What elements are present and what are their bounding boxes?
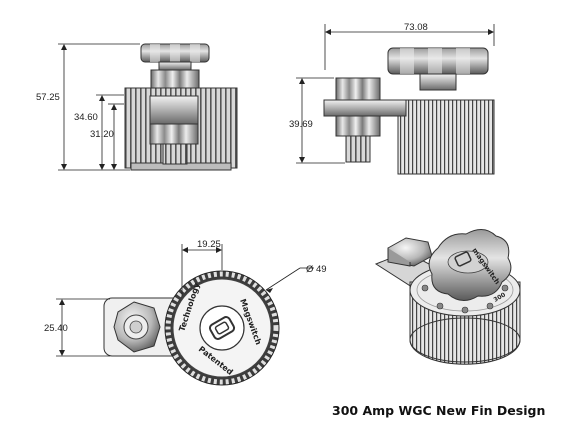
dim-body-height: 31.20	[90, 129, 114, 140]
side-bolt-head	[335, 77, 381, 101]
top-view: Technology Magswitch Patented 19.25 Ø 49…	[44, 239, 327, 386]
side-finned-body	[397, 99, 495, 175]
dim-mid-height: 34.60	[74, 112, 98, 123]
lower-nut	[149, 123, 199, 145]
side-view: 73.08 39.69	[289, 22, 495, 175]
dim-side-height: 39.69	[289, 119, 313, 130]
threaded-stud	[162, 143, 188, 165]
isometric-view: magswitch 300	[374, 229, 521, 365]
side-tab	[323, 99, 407, 117]
dim-total-height: 57.25	[36, 92, 60, 103]
dim-diameter: Ø 49	[306, 264, 327, 275]
front-view: 57.25 34.60 31.20	[36, 43, 238, 171]
dim-top-offset: 19.25	[197, 239, 221, 250]
drawing-caption: 300 Amp WGC New Fin Design	[332, 403, 546, 418]
side-stud	[345, 135, 371, 163]
iso-logo-icon	[454, 251, 472, 267]
dim-side-width: 73.08	[404, 22, 428, 33]
magswitch-logo-icon	[208, 316, 236, 340]
dim-tab-width: 25.40	[44, 323, 68, 334]
top-logo-disk	[199, 305, 245, 351]
upper-nut	[150, 69, 200, 89]
